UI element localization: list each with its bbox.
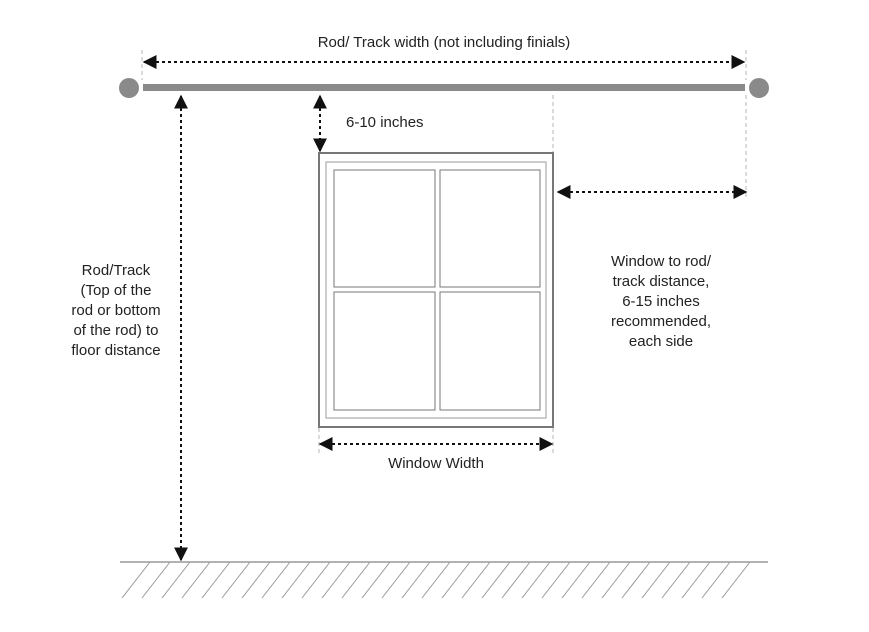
floor-hatch-line — [481, 561, 511, 599]
window-pane-top-right — [439, 169, 541, 288]
floor-hatch-line — [121, 561, 151, 599]
side-distance-label-line: track distance, — [612, 273, 710, 290]
floor-hatch-line — [301, 561, 331, 599]
floor-hatch-line — [361, 561, 391, 599]
window-pane-top-left — [333, 169, 436, 288]
floor-hatch-line — [721, 561, 751, 599]
curtain-rod — [143, 84, 745, 91]
floor-hatch-line — [681, 561, 711, 599]
floor-hatch-line — [421, 561, 451, 599]
side-distance-label-line: 6-15 inches — [622, 293, 700, 310]
rod-width-label: Rod/ Track width (not including finials) — [317, 34, 571, 51]
floor-hatch-line — [581, 561, 611, 599]
floor-hatch-line — [141, 561, 171, 599]
floor-hatch-line — [441, 561, 471, 599]
floor-hatch-line — [341, 561, 371, 599]
floor-hatch-line — [701, 561, 731, 599]
floor-hatch-line — [641, 561, 671, 599]
floor — [120, 561, 768, 599]
floor-hatch-line — [621, 561, 651, 599]
floor-hatch-line — [241, 561, 271, 599]
floor-distance-label: Rod/Track (Top of the rod or bottom of t… — [50, 261, 182, 361]
floor-hatch-line — [461, 561, 491, 599]
floor-hatch-line — [321, 561, 351, 599]
floor-distance-label-line: floor distance — [71, 342, 161, 359]
window — [318, 152, 554, 428]
floor-distance-label-line: rod or bottom — [71, 302, 161, 319]
floor-distance-label-line: of the rod) to — [73, 322, 159, 339]
finial-right — [749, 78, 769, 98]
window-pane-bottom-left — [333, 291, 436, 411]
floor-hatch-line — [401, 561, 431, 599]
floor-hatch-line — [381, 561, 411, 599]
window-width-label: Window Width — [388, 455, 484, 472]
side-distance-label-line: Window to rod/ — [610, 253, 712, 270]
floor-hatch-line — [221, 561, 251, 599]
floor-hatch-line — [541, 561, 571, 599]
window-inner-frame — [325, 161, 547, 419]
window-outer-frame — [318, 152, 554, 428]
side-distance-label: Window to rod/ track distance, 6-15 inch… — [586, 252, 736, 352]
top-gap-label: 6-10 inches — [346, 114, 424, 131]
floor-hatch-line — [521, 561, 551, 599]
floor-hatch-line — [161, 561, 191, 599]
side-distance-label-line: recommended, — [610, 313, 712, 330]
finial-left — [119, 78, 139, 98]
floor-hatch-line — [561, 561, 591, 599]
floor-distance-label-line: Rod/Track — [81, 262, 151, 279]
floor-hatch-line — [281, 561, 311, 599]
floor-hatch-line — [201, 561, 231, 599]
floor-hatch-line — [501, 561, 531, 599]
side-distance-label-line: each side — [628, 333, 694, 350]
floor-hatch-line — [661, 561, 691, 599]
floor-hatch-line — [261, 561, 291, 599]
floor-hatch — [121, 561, 751, 599]
window-pane-bottom-right — [439, 291, 541, 411]
floor-distance-label-line: (Top of the — [80, 282, 152, 299]
floor-hatch-line — [181, 561, 211, 599]
dimension-arrows — [142, 55, 748, 562]
floor-hatch-line — [601, 561, 631, 599]
